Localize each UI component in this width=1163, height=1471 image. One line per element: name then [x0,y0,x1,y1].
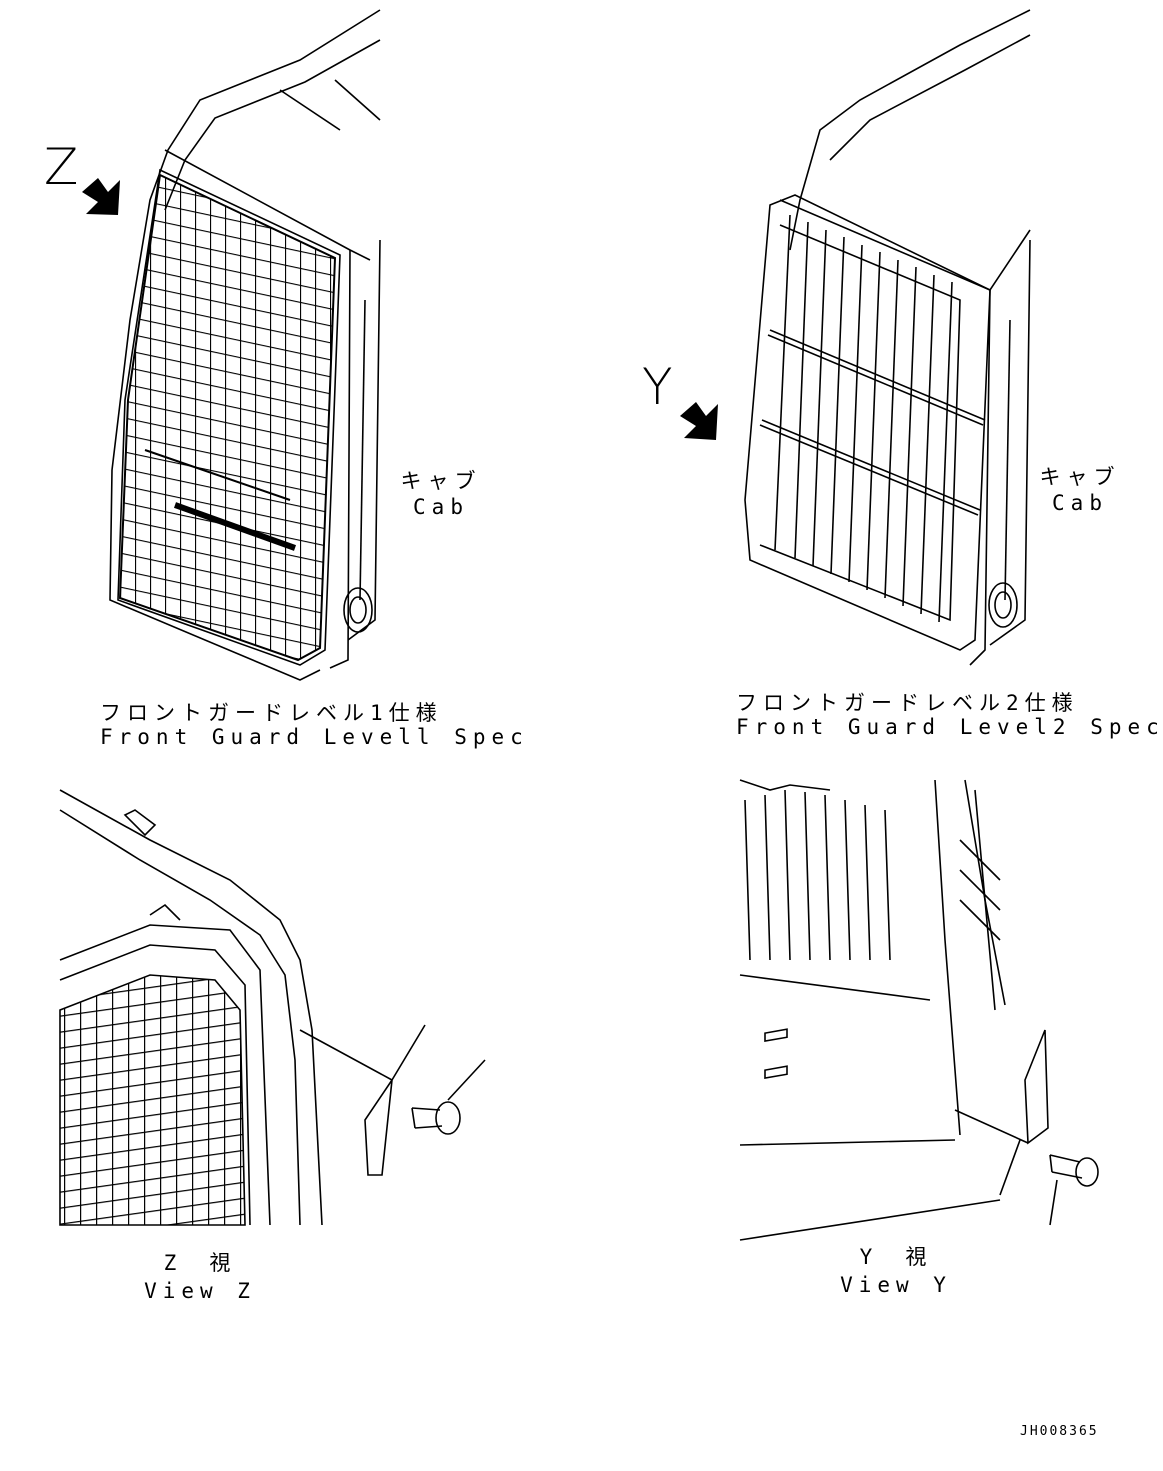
cab-label-jp-level2: キャブ [1039,465,1121,489]
cab-level2-drawing [744,9,1031,666]
view-z-mesh [59,974,246,1226]
drawing-id: JH008365 [1020,1424,1099,1439]
cab-label-en-level1: Cab [413,495,469,519]
caption-en-level2: Front Guard Level2 Spec [736,715,1163,739]
caption-en-view-z: View Z [144,1279,256,1303]
view-z-drawing [59,789,323,1226]
cab-label-jp-level1: キャブ [400,469,482,493]
marker-z: Z [44,138,79,196]
caption-jp-view-z: Z 視 [163,1251,237,1275]
caption-en-level1: Front Guard Levell Spec [100,725,529,749]
arrow-y-icon [680,402,718,440]
front-guard-bars-level2 [759,214,986,623]
cab-label-en-level2: Cab [1052,491,1108,515]
front-guard-mesh-level1 [118,173,337,662]
caption-jp-level2: フロントガードレベル2仕様 [736,691,1079,715]
arrow-z-icon [82,178,120,215]
view-y-drawing [739,779,1006,1241]
marker-y: Y [642,358,673,416]
cab-level1-drawing [109,9,381,681]
caption-jp-level1: フロントガードレベル1仕様 [100,701,443,725]
caption-jp-view-y: Y 視 [859,1245,933,1269]
view-y-hardware [954,1029,1099,1226]
caption-en-view-y: View Y [840,1273,952,1297]
view-z-hardware [299,1024,486,1176]
